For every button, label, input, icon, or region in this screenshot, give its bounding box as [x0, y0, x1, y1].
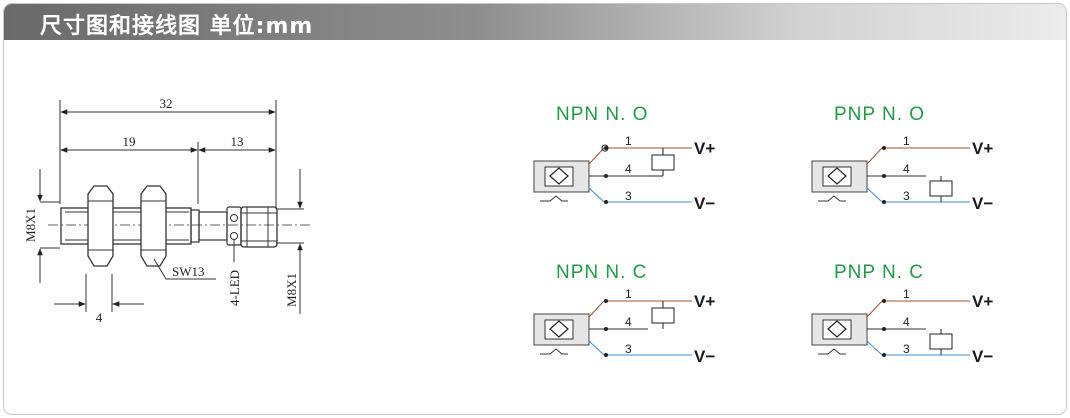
dimension-drawing: 32 19 13 M8X1 M8X1 SW13 4-LED 4 — [23, 96, 310, 325]
wiring-diagrams: NPN N. O 1 4 3 V+ V− PNP N. O — [533, 104, 993, 366]
v-plus-label: V+ — [694, 139, 715, 158]
dim-nut-width: 4 — [96, 310, 103, 325]
v-plus-label: V+ — [694, 292, 715, 311]
pin-4-label: 4 — [625, 315, 632, 329]
wiring-title: NPN N. O — [556, 104, 648, 125]
v-plus-label: V+ — [972, 139, 993, 158]
pin-3-label: 3 — [625, 342, 632, 356]
pin-4-label: 4 — [903, 162, 910, 176]
pin-3-label: 3 — [903, 342, 910, 356]
pin-1-label: 1 — [903, 134, 910, 148]
wiring-npn-nc: NPN N. C 1 4 3 V+ V− — [533, 262, 715, 366]
dim-led: 4-LED — [227, 270, 242, 306]
pin-4-label: 4 — [625, 162, 632, 176]
pin-1-label: 1 — [625, 134, 632, 148]
v-plus-label: V+ — [972, 292, 993, 311]
dim-total-length: 32 — [160, 96, 173, 111]
v-minus-label: V− — [694, 347, 715, 366]
pin-4-label: 4 — [903, 315, 910, 329]
pin-1-label: 1 — [903, 287, 910, 301]
header-title: 尺寸图和接线图 单位:mm — [40, 14, 314, 39]
dim-connector-length: 13 — [231, 134, 244, 149]
dim-body-length: 19 — [123, 134, 136, 149]
spec-panel: 尺寸图和接线图 单位:mm — [3, 3, 1067, 415]
wiring-title: NPN N. C — [556, 262, 647, 283]
v-minus-label: V− — [694, 194, 715, 213]
wiring-title: PNP N. C — [834, 262, 924, 283]
wiring-pnp-nc: PNP N. C 1 4 3 V+ V− — [811, 262, 993, 366]
dim-wrench: SW13 — [172, 264, 205, 279]
pin-3-label: 3 — [625, 189, 632, 203]
wiring-npn-no: NPN N. O 1 4 3 V+ V− — [533, 104, 715, 213]
pin-3-label: 3 — [903, 189, 910, 203]
dim-thread-left: M8X1 — [23, 208, 38, 242]
v-minus-label: V− — [972, 347, 993, 366]
wiring-title: PNP N. O — [834, 104, 925, 125]
dim-thread-right: M8X1 — [284, 273, 299, 307]
pin-1-label: 1 — [625, 287, 632, 301]
v-minus-label: V− — [972, 194, 993, 213]
wiring-pnp-no: PNP N. O 1 4 3 V+ V− — [811, 104, 993, 213]
header-bar: 尺寸图和接线图 单位:mm — [4, 4, 1066, 40]
